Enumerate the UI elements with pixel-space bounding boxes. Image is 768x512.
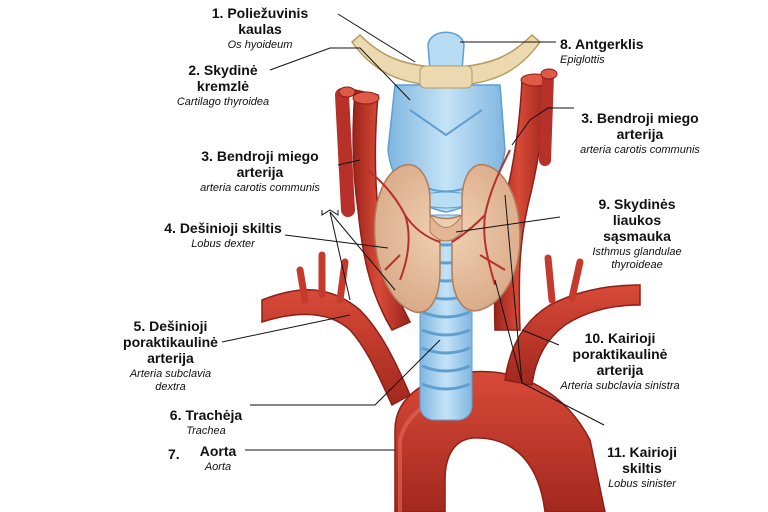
label-aorta-number: 7.	[168, 446, 180, 462]
thyroid-gland-shape	[373, 164, 521, 313]
label-lobe-left: 11. Kairioji skiltis Lobus sinister	[596, 444, 688, 491]
label-subclavian-left-latin: Arteria subclavia sinistra	[560, 380, 680, 393]
leader-lobe-left-c	[504, 194, 523, 384]
label-hyoid-title: 1. Poliežuvinis kaulas	[211, 5, 309, 38]
label-isthmus: 9. Skydinės liaukos sąsmauka Isthmus gla…	[582, 196, 692, 272]
label-carotid-left-title: 3. Bendroji miego arterija	[581, 110, 699, 143]
label-lobe-right-title: 4. Dešinioji skiltis	[164, 220, 282, 236]
label-carotid-right-title: 3. Bendroji miego arterija	[201, 148, 319, 181]
label-lobe-right-latin: Lobus dexter	[191, 238, 255, 251]
leader-lobe-left-a	[521, 382, 605, 426]
label-subclavian-left: 10. Kairioji poraktikaulinė arterija Art…	[560, 330, 680, 393]
label-subclavian-right-title: 5. Dešinioji poraktikaulinė arterija	[123, 318, 218, 367]
leader-hyoid	[337, 13, 416, 63]
label-hyoid: 1. Poliežuvinis kaulas Os hyoideum	[200, 5, 320, 52]
leader-carotid-right	[337, 159, 361, 166]
label-trachea: 6. Trachėja Trachea	[160, 407, 252, 438]
label-aorta-title: Aorta	[199, 443, 237, 459]
label-aorta: Aorta Aorta	[190, 443, 246, 474]
leader-vessel-b	[329, 211, 396, 291]
label-epiglottis: 8. Antgerklis Epiglottis	[560, 36, 690, 67]
label-thyroid-cartilage: 2. Skydinė kremzlė Cartilago thyroidea	[170, 62, 276, 109]
leader-thyroid-cartilage	[269, 47, 411, 101]
label-thyroid-cartilage-title: 2. Skydinė kremzlė	[188, 62, 258, 95]
epiglottis-shape	[427, 31, 465, 71]
label-aorta-latin: Aorta	[204, 461, 232, 474]
label-carotid-left: 3. Bendroji miego arterija arteria carot…	[570, 110, 710, 157]
label-carotid-right-latin: arteria carotis communis	[200, 182, 320, 195]
label-thyroid-cartilage-latin: Cartilago thyroidea	[176, 96, 270, 109]
thyroid-vessels-shape	[367, 149, 511, 286]
label-subclavian-right: 5. Dešinioji poraktikaulinė arterija Art…	[118, 318, 223, 394]
label-lobe-left-latin: Lobus sinister	[608, 478, 676, 491]
label-carotid-left-latin: arteria carotis communis	[580, 144, 700, 157]
label-carotid-right: 3. Bendroji miego arterija arteria carot…	[180, 148, 340, 195]
right-carotid-shape	[335, 86, 412, 331]
label-isthmus-latin: Isthmus glandulae thyroideae	[592, 246, 682, 271]
leader-lines	[221, 13, 605, 451]
label-epiglottis-title: 8. Antgerklis	[560, 36, 644, 52]
label-subclavian-left-title: 10. Kairioji poraktikaulinė arterija	[572, 330, 668, 379]
leader-subclavian-right	[221, 314, 351, 343]
label-trachea-title: 6. Trachėja	[169, 407, 243, 423]
leader-carotid-left	[511, 107, 574, 146]
label-lobe-left-title: 11. Kairioji skiltis	[606, 444, 678, 477]
label-isthmus-title: 9. Skydinės liaukos sąsmauka	[598, 196, 676, 245]
label-lobe-right: 4. Dešinioji skiltis Lobus dexter	[163, 220, 283, 251]
leader-vessel-fork	[321, 209, 339, 216]
leader-lobe-left-b	[494, 279, 523, 384]
label-epiglottis-latin: Epiglottis	[560, 54, 605, 67]
right-subclavian-shape	[261, 251, 411, 407]
label-subclavian-right-latin: Arteria subclavia dextra	[129, 368, 212, 393]
label-trachea-latin: Trachea	[186, 425, 226, 438]
leader-subclavian-left	[521, 329, 560, 346]
label-hyoid-latin: Os hyoideum	[227, 39, 293, 52]
leader-trachea	[250, 339, 441, 406]
leader-vessel-a	[329, 211, 351, 301]
left-subclavian-shape	[504, 254, 641, 386]
